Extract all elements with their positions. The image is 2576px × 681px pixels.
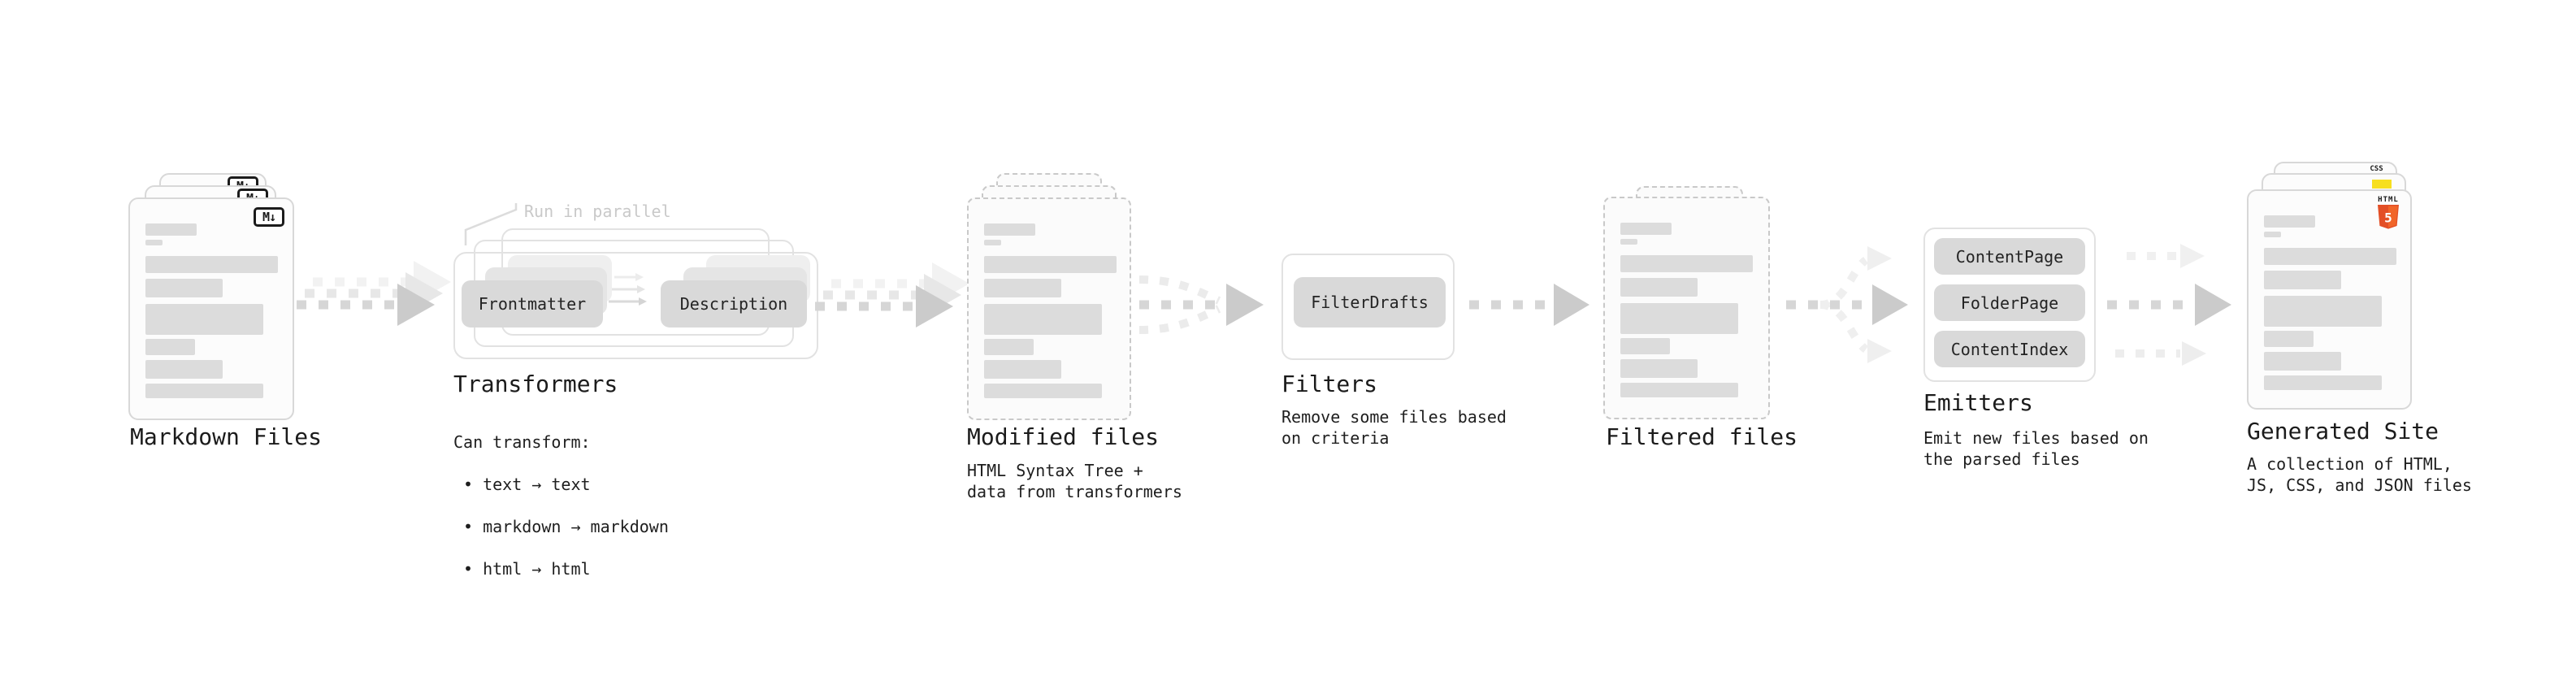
markdown-file-document: M↓: [128, 197, 294, 420]
text-line-bar: [1620, 255, 1753, 272]
text-line-bar: [2264, 248, 2396, 265]
modified-file-document: [967, 197, 1131, 420]
generated-site-document: HTML 5: [2247, 189, 2412, 410]
text-line-bar: [145, 360, 223, 379]
filtered-files-label: Filtered files: [1606, 423, 1798, 450]
emitters-caption: Emit new files based on the parsed files: [1923, 428, 2149, 469]
text-line-bar: [1620, 303, 1738, 334]
text-line-bar: [1620, 278, 1698, 297]
text-line-bar: [984, 339, 1034, 355]
flow-arrow-filters-to-filtered: [1469, 284, 1589, 326]
text-line-bar: [1620, 223, 1672, 235]
transformers-label: Transformers: [453, 371, 618, 397]
text-line-bar: [145, 339, 195, 355]
text-line-bar: [984, 384, 1102, 398]
text-line-bar: [145, 240, 163, 245]
html5-word: HTML: [2378, 196, 2399, 204]
text-line-bar: [984, 256, 1117, 273]
doc-content-placeholder: [145, 223, 278, 398]
run-in-parallel-annotation: Run in parallel: [524, 202, 671, 221]
html5-shield-icon: 5: [2378, 205, 2399, 229]
flow-arrow-transformers-to-modified: [815, 262, 969, 327]
description-pill: Description: [661, 280, 807, 327]
doc-content-placeholder: [2264, 215, 2396, 390]
emitters-label: Emitters: [1923, 389, 2033, 416]
folderpage-pill: FolderPage: [1934, 284, 2085, 321]
filtered-file-document: [1603, 197, 1770, 419]
text-line-bar: [984, 279, 1061, 297]
generated-site-label: Generated Site: [2247, 418, 2439, 445]
frontmatter-pill: Frontmatter: [462, 280, 603, 327]
text-line-bar: [984, 240, 1001, 245]
frontmatter-to-description-arrows: [609, 273, 647, 306]
filters-caption: Remove some files based on criteria: [1281, 407, 1507, 448]
transformers-caption: Can transform: text → text markdown → ma…: [453, 410, 669, 622]
contentpage-pill: ContentPage: [1934, 238, 2085, 275]
text-line-bar: [145, 384, 263, 398]
text-line-bar: [984, 360, 1061, 379]
text-line-bar: [2264, 296, 2382, 327]
filters-label: Filters: [1281, 371, 1378, 397]
doc-content-placeholder: [984, 223, 1117, 398]
modified-files-caption: HTML Syntax Tree + data from transformer…: [967, 461, 1182, 501]
text-line-bar: [2264, 232, 2281, 237]
filterdrafts-pill: FilterDrafts: [1294, 277, 1446, 327]
markdown-icon: M↓: [254, 207, 284, 227]
text-line-bar: [145, 304, 263, 335]
run-in-parallel-leader-line: [464, 203, 518, 245]
text-line-bar: [145, 256, 278, 273]
svg-text:5: 5: [2384, 210, 2392, 226]
text-line-bar: [2264, 352, 2341, 371]
flow-arrow-modified-to-filters: [1138, 275, 1264, 334]
text-line-bar: [2264, 331, 2314, 347]
text-line-bar: [2264, 215, 2315, 228]
transformers-caption-list: text → text markdown → markdown html → h…: [453, 453, 669, 601]
javascript-icon: [2372, 180, 2392, 189]
text-line-bar: [2264, 271, 2341, 289]
text-line-bar: [1620, 359, 1698, 378]
transformers-caption-title: Can transform:: [453, 432, 591, 452]
transform-item: text → text: [463, 474, 669, 495]
contentindex-pill: ContentIndex: [1934, 331, 2085, 367]
flow-arrow-markdown-to-transformers: [297, 261, 451, 326]
transform-item: markdown → markdown: [463, 516, 669, 537]
modified-files-label: Modified files: [967, 423, 1160, 450]
text-line-bar: [1620, 383, 1738, 397]
transform-item: html → html: [463, 558, 669, 579]
text-line-bar: [145, 279, 223, 297]
generated-site-caption: A collection of HTML, JS, CSS, and JSON …: [2247, 454, 2472, 495]
text-line-bar: [1620, 338, 1670, 354]
text-line-bar: [145, 223, 197, 236]
text-line-bar: [984, 304, 1102, 335]
markdown-files-label: Markdown Files: [130, 423, 323, 450]
flow-arrow-emitters-to-generated: [2107, 244, 2231, 366]
text-line-bar: [1620, 239, 1637, 245]
flow-arrow-filtered-to-emitters: [1786, 246, 1908, 363]
doc-content-placeholder: [1620, 223, 1753, 397]
text-line-bar: [2264, 375, 2382, 390]
html5-icon: HTML 5: [2376, 196, 2400, 229]
text-line-bar: [984, 223, 1035, 236]
